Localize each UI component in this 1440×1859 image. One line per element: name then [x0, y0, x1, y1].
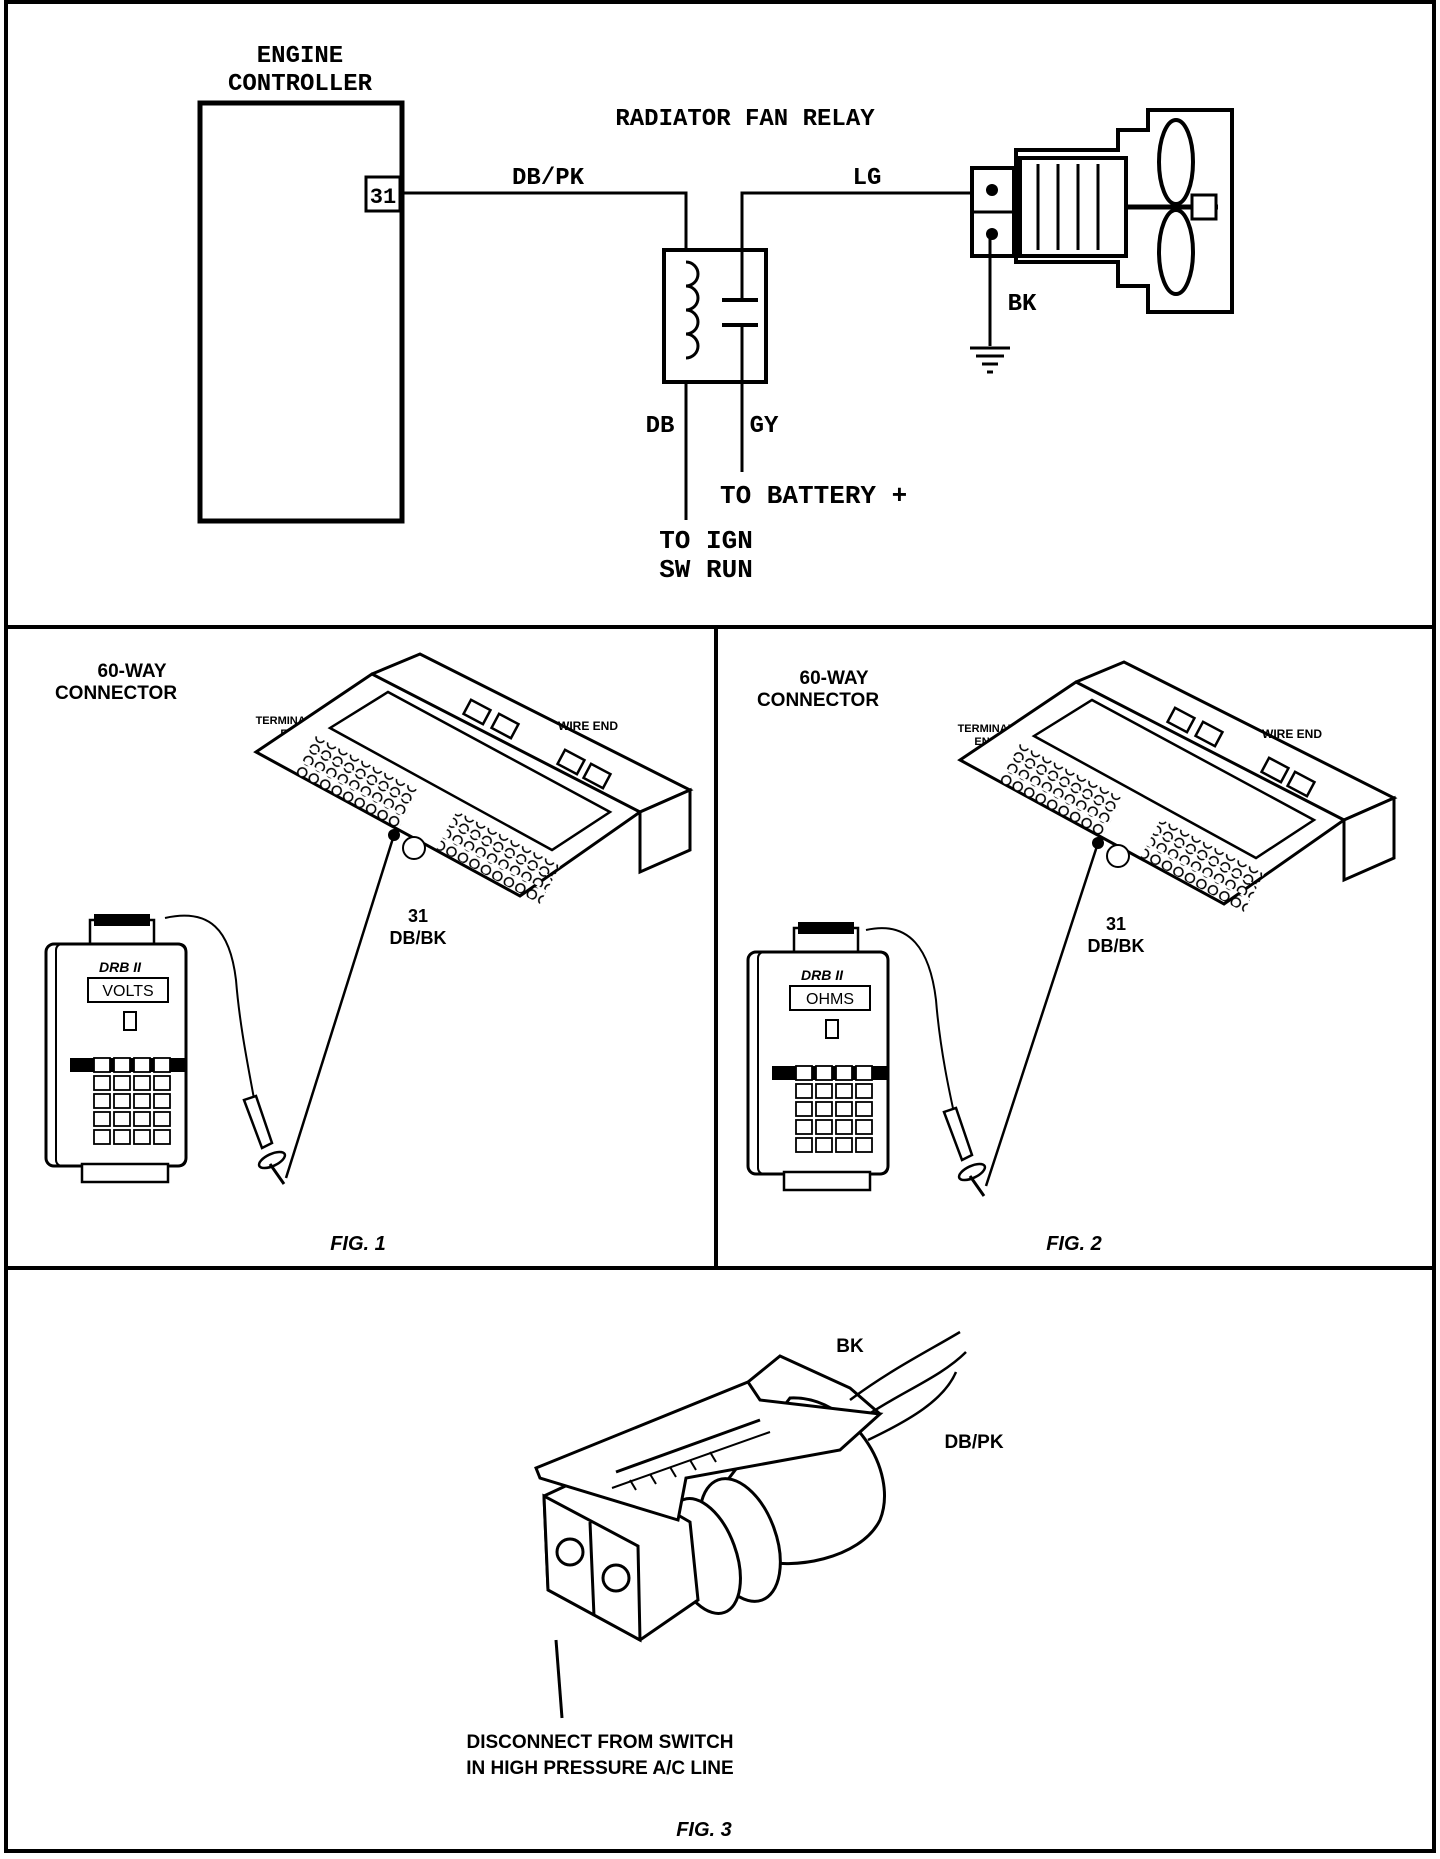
fig2-tester-cable: [865, 927, 957, 1123]
fig1-tester-display: [87, 977, 169, 1003]
fig2-caption: FIG. 2: [1046, 1233, 1102, 1255]
fig3-wire-bk-label: BK: [836, 1336, 864, 1357]
wire-bk-label: BK: [1008, 291, 1037, 318]
pin-label: 31: [370, 185, 396, 210]
fig3-note-line2: IN HIGH PRESSURE A/C LINE: [466, 1758, 733, 1779]
fig2-tester-keypad: [795, 1065, 873, 1153]
wire-lg: [740, 191, 990, 250]
fan-motor-icon: [970, 108, 1234, 314]
fig1-panel: 60-WAY CONNECTOR TERMINAL END WIRE END: [44, 652, 694, 1255]
fig2-wire-end-label: WIRE END: [1262, 727, 1322, 741]
wire-gy-label: GY: [750, 413, 779, 440]
fig1-tester-led: [123, 1011, 137, 1031]
fig1-probe-icon: [242, 1094, 287, 1185]
fig3-leader-line: [554, 1639, 564, 1719]
fig2-pin-wire: DB/BK: [1088, 936, 1145, 956]
fig2-probe-lead: [984, 842, 1100, 1187]
fig1-tester-keypad: [93, 1057, 171, 1145]
fig1-connector-line2: CONNECTOR: [55, 683, 177, 704]
fig3-connector-icon: [534, 1330, 967, 1643]
pin-box: [364, 175, 402, 213]
fig1-pin-wire: DB/BK: [390, 928, 447, 948]
ground-icon: [970, 346, 1010, 374]
fig1-caption: FIG. 1: [330, 1233, 386, 1255]
fig1-probe-lead: [284, 834, 396, 1179]
outer-border: [4, 0, 1436, 1853]
to-battery-label: TO BATTERY +: [720, 481, 907, 511]
fig1-connector-icon: [253, 652, 694, 904]
fig2-probe-icon: [942, 1106, 987, 1197]
fig3-caption: FIG. 3: [676, 1819, 732, 1841]
fig1-pin-number: 31: [408, 906, 428, 926]
wire-db-pk-label: DB/PK: [512, 165, 585, 192]
fig2-connector-line1: 60-WAY: [800, 668, 869, 689]
wire-lg-label: LG: [853, 165, 882, 192]
fig2-connector-line2: CONNECTOR: [757, 690, 879, 711]
fig1-tester-brand: DRB II: [99, 959, 142, 975]
fig3-wire-db-pk-label: DB/PK: [944, 1432, 1003, 1453]
fig2-connector-icon: [957, 660, 1398, 912]
fig2-tester-brand: DRB II: [801, 967, 844, 983]
fig2-tester-display: [789, 985, 871, 1011]
fig2-panel: 60-WAY CONNECTOR TERMINAL END WIRE END: [746, 660, 1398, 1255]
relay-title: RADIATOR FAN RELAY: [615, 106, 875, 133]
relay-coil-icon: [685, 260, 700, 360]
engine-controller-box: [197, 100, 405, 524]
to-ign-line2: SW RUN: [659, 555, 753, 585]
fig1-tester-display-text: VOLTS: [102, 983, 153, 1000]
to-ign-line1: TO IGN: [659, 526, 753, 556]
controller-title-line1: ENGINE: [257, 43, 343, 70]
wire-db-label: DB: [646, 413, 675, 440]
fig3-note-line1: DISCONNECT FROM SWITCH: [466, 1732, 733, 1753]
fig1-connector-line1: 60-WAY: [98, 661, 167, 682]
fig3-panel: BK DB/PK DISCONNECT FROM SWITCH: [466, 1330, 1004, 1841]
fig1-tester-cable: [164, 914, 257, 1111]
fig2-pin-number: 31: [1106, 914, 1126, 934]
relay-box: [662, 248, 768, 384]
wire-db-pk: [402, 191, 688, 250]
fig1-wire-end-label: WIRE END: [558, 719, 618, 733]
wiring-schematic: ENGINE CONTROLLER 31 RADIATOR FAN RELAY …: [197, 43, 1234, 585]
fig2-tester-display-text: OHMS: [806, 991, 854, 1008]
controller-title-line2: CONTROLLER: [228, 71, 373, 98]
fig2-tester-led: [825, 1019, 839, 1039]
